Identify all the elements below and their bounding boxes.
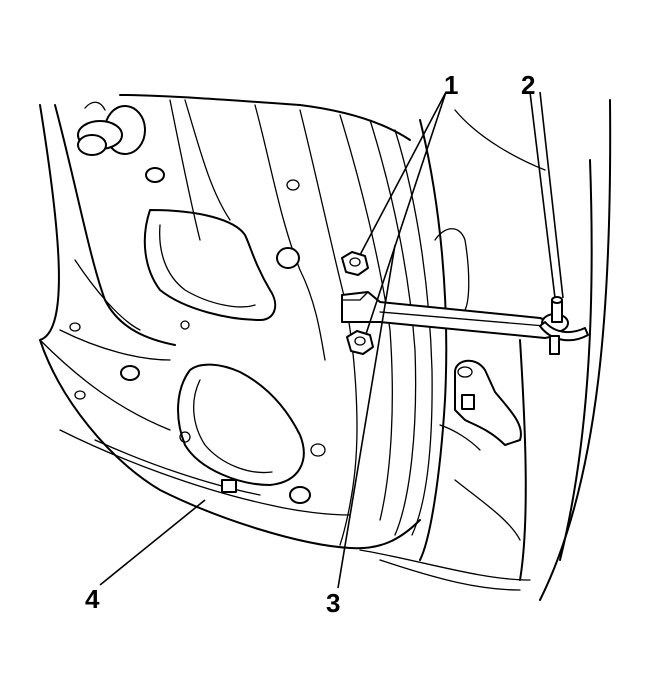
leader-lines [99, 91, 564, 589]
door-stud [77, 101, 146, 156]
callout-4: 4 [85, 584, 100, 614]
clip-tab [221, 479, 237, 493]
mounting-nuts [341, 251, 374, 355]
check-link-strap [341, 291, 561, 339]
callout-3: 3 [326, 588, 341, 618]
callout-1: 1 [444, 70, 459, 100]
hinge-pillar [359, 99, 612, 601]
door-inner-panel [39, 94, 433, 550]
lower-access-opening [177, 363, 305, 493]
door-hinge [439, 359, 522, 451]
upper-access-opening [143, 209, 277, 321]
panel-holes [69, 167, 326, 504]
callout-2: 2 [521, 70, 536, 100]
check-link-pin [539, 296, 589, 355]
